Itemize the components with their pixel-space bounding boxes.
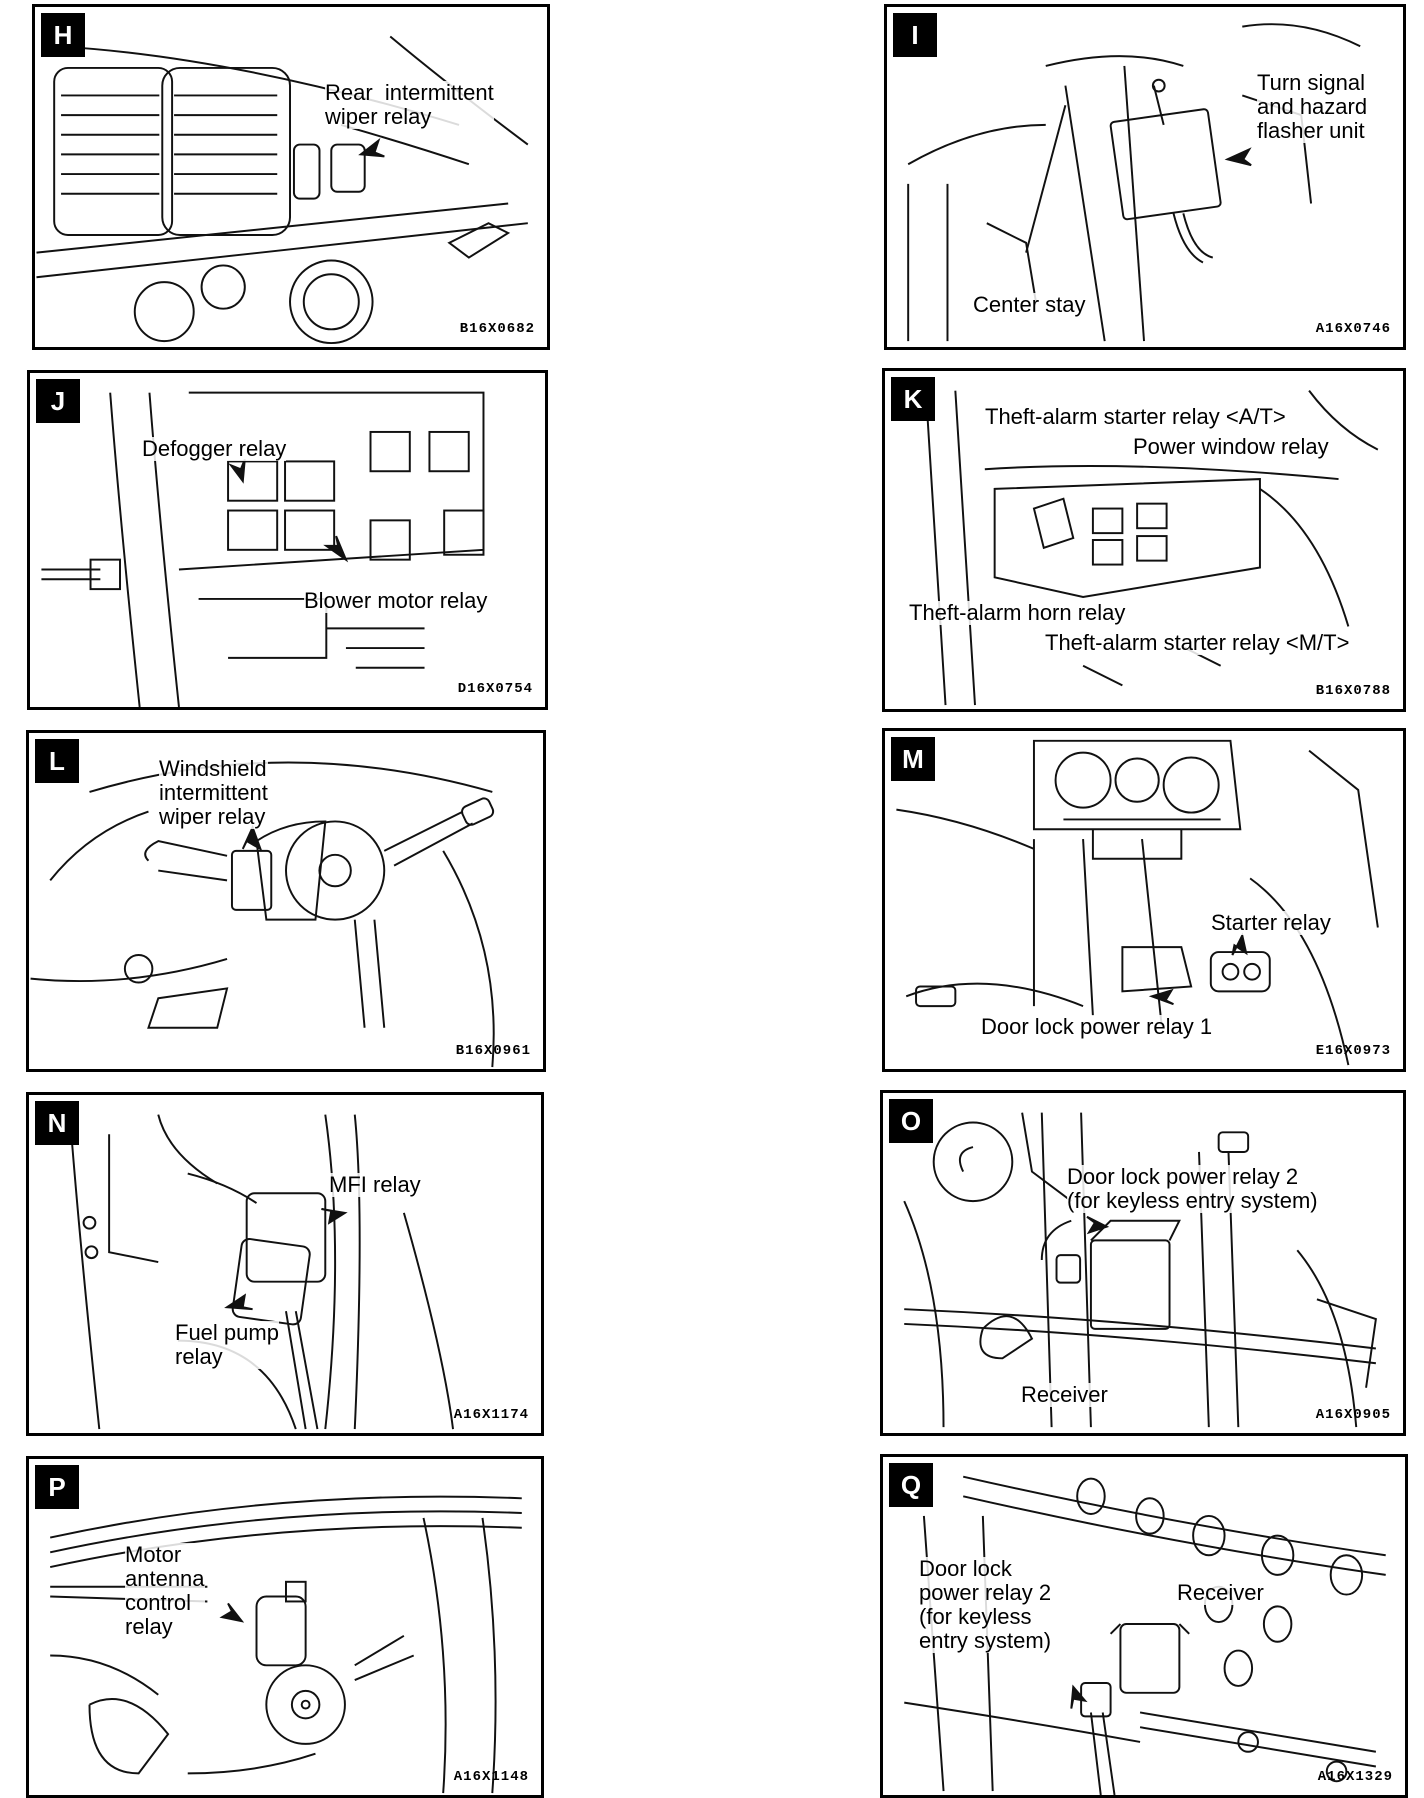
panel-letter: L xyxy=(35,739,79,783)
panel-k: K Theft-alarm starter relay <A/T> Power … xyxy=(882,368,1406,712)
figure-code: A16X1148 xyxy=(453,1769,529,1785)
steering-column-illustration xyxy=(30,761,495,1068)
panel-m: M Starter relay Door lock power relay 1 … xyxy=(882,728,1406,1072)
label-defogger-relay: Defogger relay xyxy=(142,436,287,461)
panel-letter: N xyxy=(35,1101,79,1145)
dashboard-vents-illustration xyxy=(36,35,529,345)
panel-o: O Door lock power relay 2 (for keyless e… xyxy=(880,1090,1406,1436)
label-mfi-relay: MFI relay xyxy=(329,1172,421,1197)
label-windshield-wiper-relay: Windshield intermittent wiper relay xyxy=(159,756,268,829)
label-motor-antenna-relay: Motor antenna control relay xyxy=(125,1542,205,1639)
panel-p: P Motor antenna control relay A16X1148 xyxy=(26,1456,544,1798)
figure-code: B16X0961 xyxy=(455,1043,531,1059)
label-blower-motor-relay: Blower motor relay xyxy=(304,588,488,613)
panel-letter: M xyxy=(891,737,935,781)
label-flasher-unit: Turn signal and hazard flasher unit xyxy=(1257,70,1368,143)
flasher-unit-illustration xyxy=(907,23,1361,342)
label-power-window-relay: Power window relay xyxy=(1133,434,1329,459)
figure-code: A16X1329 xyxy=(1317,1769,1393,1785)
label-starter-relay: Starter relay xyxy=(1211,910,1331,935)
panel-q: Q Door lock power relay 2 (for keyless e… xyxy=(880,1454,1408,1798)
label-theft-alarm-horn-relay: Theft-alarm horn relay xyxy=(909,600,1126,625)
panel-letter: O xyxy=(889,1099,933,1143)
figure-code: A16X1174 xyxy=(453,1407,529,1423)
label-receiver: Receiver xyxy=(1177,1580,1264,1605)
antenna-relay-illustration xyxy=(49,1495,522,1794)
panel-letter: P xyxy=(35,1465,79,1509)
panel-n: N MFI relay Fuel pump relay A16X1174 xyxy=(26,1092,544,1436)
figure-code: A16X0746 xyxy=(1315,321,1391,337)
figure-code: A16X0905 xyxy=(1315,1407,1391,1423)
panel-letter: Q xyxy=(889,1463,933,1507)
label-fuel-pump-relay: Fuel pump relay xyxy=(175,1320,279,1369)
figure-code: B16X0788 xyxy=(1315,683,1391,699)
label-door-lock-power-relay-2: Door lock power relay 2 (for keyless ent… xyxy=(1067,1164,1318,1213)
alarm-relays-illustration xyxy=(924,390,1379,706)
figure-code: B16X0682 xyxy=(459,321,535,337)
panel-letter: I xyxy=(893,13,937,57)
panel-letter: H xyxy=(41,13,85,57)
figure-code: D16X0754 xyxy=(457,681,533,697)
panel-h: H Rear intermittent wiper relay B16X0682 xyxy=(32,4,550,350)
keyless-receiver-illustration xyxy=(903,1112,1377,1428)
label-receiver: Receiver xyxy=(1021,1382,1108,1407)
panel-j: J Defogger relay Blower motor relay D16X… xyxy=(27,370,548,710)
center-console-illustration xyxy=(896,739,1379,1066)
figure-code: E16X0973 xyxy=(1315,1043,1391,1059)
label-rear-wiper-relay: Rear intermittent wiper relay xyxy=(325,80,494,129)
label-theft-alarm-starter-relay-at: Theft-alarm starter relay <A/T> xyxy=(985,404,1286,429)
panel-letter: K xyxy=(891,377,935,421)
panel-l: L Windshield intermittent wiper relay B1… xyxy=(26,730,546,1072)
label-center-stay: Center stay xyxy=(973,292,1086,317)
label-theft-alarm-starter-relay-mt: Theft-alarm starter relay <M/T> xyxy=(1045,630,1350,655)
relay-box-illustration xyxy=(41,391,485,707)
panel-i: I Turn signal and hazard flasher unit Ce… xyxy=(884,4,1406,350)
label-door-lock-power-relay-2: Door lock power relay 2 (for keyless ent… xyxy=(919,1556,1052,1653)
label-door-lock-power-relay-1: Door lock power relay 1 xyxy=(981,1014,1213,1039)
mfi-fuel-pump-relay-illustration xyxy=(68,1114,454,1430)
panel-letter: J xyxy=(36,379,80,423)
